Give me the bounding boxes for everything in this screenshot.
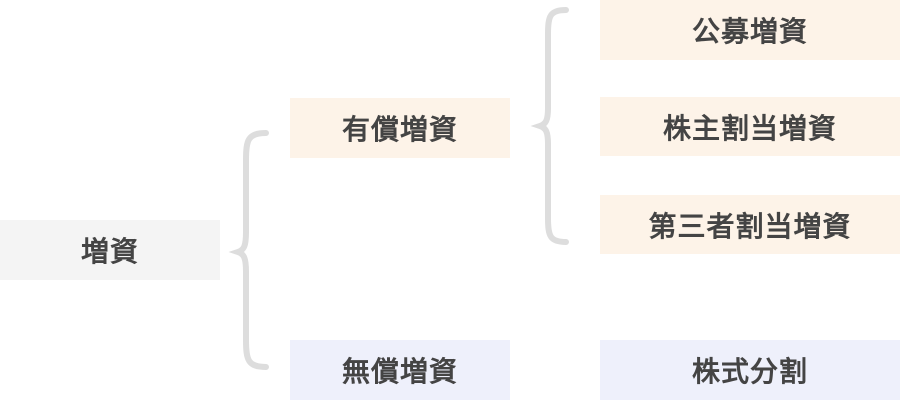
node-stock-split: 株式分割	[600, 340, 900, 400]
root-node-capital-increase: 増資	[0, 220, 220, 280]
node-rights-offering: 株主割当増資	[600, 97, 900, 156]
brace-paid	[530, 7, 569, 245]
brace-root	[228, 130, 269, 370]
node-paid-capital-increase: 有償増資	[290, 98, 510, 158]
node-free-capital-increase: 無償増資	[290, 340, 510, 400]
node-public-offering: 公募増資	[600, 0, 900, 60]
node-third-party-allotment: 第三者割当増資	[600, 195, 900, 254]
